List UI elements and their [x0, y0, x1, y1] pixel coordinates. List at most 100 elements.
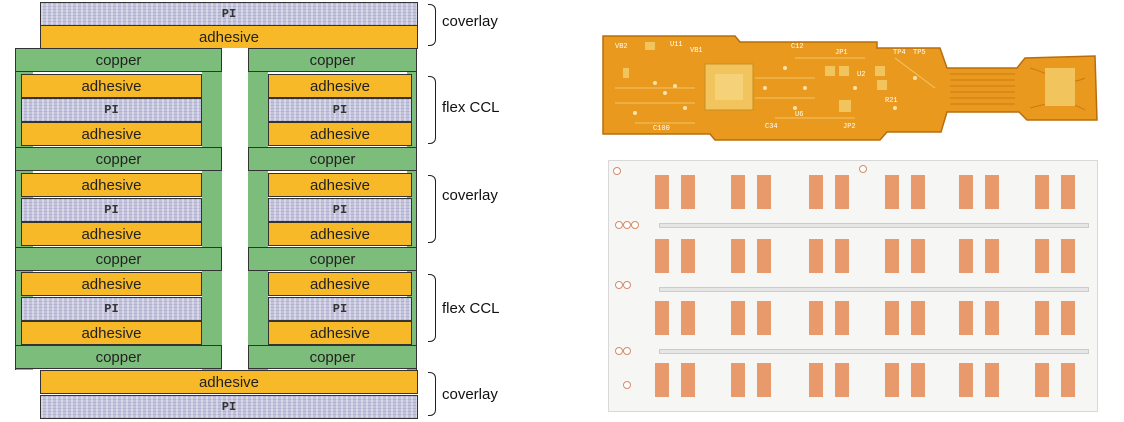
callout-coverlay-bottom: coverlay [442, 386, 498, 403]
copper-pad [959, 175, 973, 209]
copper-pad [655, 239, 669, 273]
tooling-hole [623, 381, 631, 389]
copper-pad [885, 175, 899, 209]
copper-pad [885, 363, 899, 397]
pi-layer: PI [40, 2, 418, 26]
silk-label: TP5 [913, 49, 926, 57]
adhesive-layer: adhesive [268, 222, 412, 246]
pcb-panel-photo [608, 160, 1098, 412]
air-gap [222, 48, 248, 370]
silk-label: C100 [653, 125, 670, 133]
bracket-flex-ccl-2 [428, 274, 436, 342]
pi-layer: PI [21, 297, 202, 321]
copper-pad [1035, 239, 1049, 273]
pi-layer: PI [21, 98, 202, 122]
tooling-hole [613, 167, 621, 175]
copper-pad [911, 175, 925, 209]
bracket-coverlay-top [428, 4, 436, 46]
copper-layer: copper [248, 48, 417, 72]
copper-pad [1035, 363, 1049, 397]
copper-layer: copper [248, 147, 417, 171]
copper-pad [809, 363, 823, 397]
adhesive-layer: adhesive [268, 122, 412, 146]
callout-flex-ccl-1: flex CCL [442, 99, 500, 116]
adhesive-layer: adhesive [21, 222, 202, 246]
adhesive-layer: adhesive [268, 321, 412, 345]
copper-pad [835, 301, 849, 335]
copper-pad [959, 301, 973, 335]
tooling-hole [615, 281, 623, 289]
copper-pad [731, 175, 745, 209]
adhesive-layer: adhesive [21, 272, 202, 296]
copper-side-right [407, 48, 417, 370]
callout-flex-ccl-2: flex CCL [442, 300, 500, 317]
copper-pad [985, 301, 999, 335]
copper-layer: copper [15, 48, 222, 72]
silk-label: JP2 [843, 123, 856, 131]
callout-coverlay-mid: coverlay [442, 187, 498, 204]
adhesive-layer: adhesive [21, 321, 202, 345]
copper-pad [959, 239, 973, 273]
bracket-flex-ccl-1 [428, 76, 436, 144]
copper-pad [681, 239, 695, 273]
adhesive-layer: adhesive [21, 122, 202, 146]
pi-layer: PI [268, 297, 412, 321]
copper-pad [655, 301, 669, 335]
silk-label: C12 [791, 43, 804, 51]
copper-pad [911, 363, 925, 397]
silk-label: C34 [765, 123, 778, 131]
copper-channel-left [202, 48, 222, 370]
silk-label: R21 [885, 97, 898, 105]
copper-pad [835, 239, 849, 273]
adhesive-layer: adhesive [21, 74, 202, 98]
copper-pad [681, 363, 695, 397]
flex-pcb-board: VB2 U11 VB1 C12 JP1 TP4 TP5 U2 R21 JP2 C… [602, 35, 1098, 141]
copper-pad [835, 175, 849, 209]
copper-pad [911, 301, 925, 335]
tooling-hole [623, 281, 631, 289]
copper-layer: copper [15, 247, 222, 271]
copper-pad [655, 175, 669, 209]
copper-layer: copper [15, 345, 222, 369]
tooling-hole [859, 165, 867, 173]
silk-label: U2 [857, 71, 865, 79]
adhesive-layer: adhesive [268, 272, 412, 296]
bracket-coverlay-mid [428, 175, 436, 243]
copper-pad [731, 239, 745, 273]
copper-channel-right [248, 48, 268, 370]
silk-label: TP4 [893, 49, 906, 57]
copper-pad [655, 363, 669, 397]
copper-pad [985, 239, 999, 273]
copper-pad [1061, 239, 1075, 273]
pi-layer: PI [21, 198, 202, 222]
copper-pad [885, 301, 899, 335]
tooling-hole [631, 221, 639, 229]
copper-pad [757, 301, 771, 335]
copper-pad [731, 301, 745, 335]
silk-label: JP1 [835, 49, 848, 57]
callout-coverlay-top: coverlay [442, 13, 498, 30]
copper-pad [757, 175, 771, 209]
panel-slot [659, 223, 1089, 228]
copper-pad [1061, 363, 1075, 397]
copper-pad [959, 363, 973, 397]
copper-pad [1035, 175, 1049, 209]
copper-pad [1061, 175, 1075, 209]
pi-layer: PI [268, 98, 412, 122]
silk-label: U11 [670, 41, 683, 49]
copper-pad [731, 363, 745, 397]
tooling-hole [623, 221, 631, 229]
pi-layer: PI [40, 395, 418, 419]
copper-layer: copper [15, 147, 222, 171]
copper-pad [809, 301, 823, 335]
copper-pad [757, 363, 771, 397]
stackup-diagram: PI adhesive copper adhesive PI adhesive … [15, 2, 500, 419]
flex-pcb-photo: VB2 U11 VB1 C12 JP1 TP4 TP5 U2 R21 JP2 C… [595, 28, 1105, 146]
adhesive-layer: adhesive [268, 173, 412, 197]
panel-slot [659, 287, 1089, 292]
tooling-hole [623, 347, 631, 355]
silk-label: VB2 [615, 43, 628, 51]
copper-pad [985, 175, 999, 209]
copper-pad [809, 239, 823, 273]
copper-pad [911, 239, 925, 273]
